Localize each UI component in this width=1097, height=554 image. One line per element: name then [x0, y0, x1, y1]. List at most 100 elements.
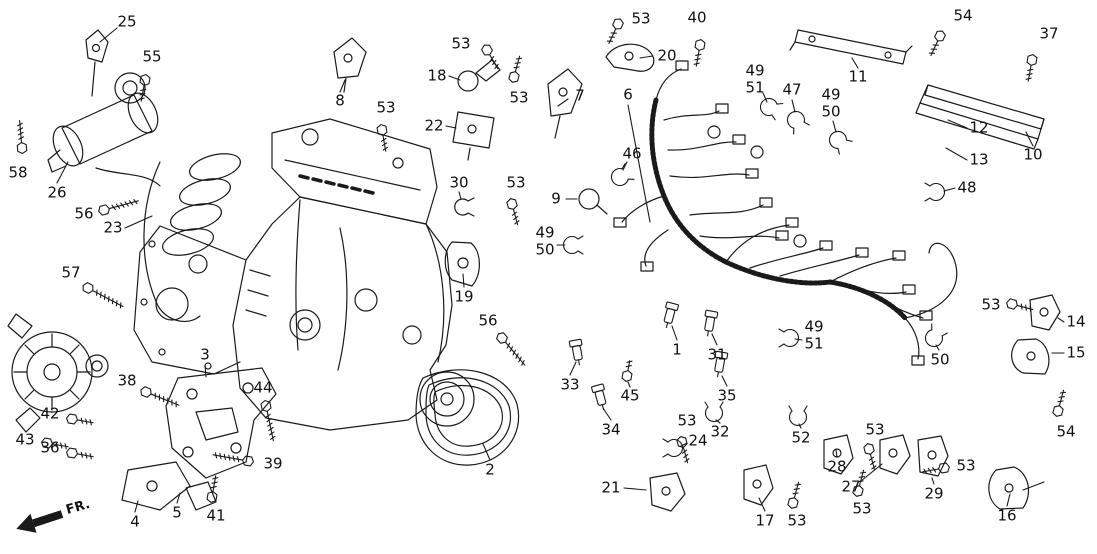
part-callout-11: 11 — [848, 67, 868, 86]
leader-line — [134, 500, 139, 513]
bolt-glyph — [1052, 389, 1067, 417]
leader-line — [835, 449, 838, 458]
clamp-glyph — [778, 328, 799, 348]
part-callout-29: 29 — [924, 484, 944, 503]
leader-line — [627, 381, 631, 388]
bolt-glyph — [66, 413, 94, 426]
leader-line — [124, 215, 153, 229]
leader-line — [627, 104, 651, 223]
leader-line — [1057, 317, 1065, 323]
leader-line — [482, 443, 491, 461]
small-parts-drawing — [333, 29, 1061, 512]
part-callout-54: 54 — [1056, 422, 1076, 441]
leader-line — [639, 55, 654, 59]
clamp-glyph — [610, 163, 635, 187]
part-callout-46: 46 — [622, 144, 642, 163]
part-callout-55: 55 — [142, 47, 162, 66]
part-callout-19: 19 — [454, 287, 474, 306]
clamp-glyph — [788, 405, 808, 426]
part-callout-36: 36 — [40, 438, 60, 457]
leader-line — [569, 361, 577, 376]
part-callout-47: 47 — [782, 80, 802, 99]
leader-line — [99, 27, 118, 43]
leader-line — [448, 75, 461, 81]
clamp-glyph — [786, 110, 810, 135]
bolt-glyph — [928, 30, 946, 57]
part-callout-53: 53 — [509, 88, 529, 107]
part-callout-54: 54 — [953, 6, 973, 25]
part-callout-57: 57 — [61, 263, 81, 282]
part-callout-44: 44 — [253, 378, 273, 397]
leader-line — [791, 99, 796, 113]
part-callout-53: 53 — [852, 499, 872, 518]
sensor-glyph — [714, 350, 729, 378]
bolt-glyph — [922, 462, 950, 475]
bolt-glyph — [376, 124, 389, 152]
leader-line — [943, 187, 956, 192]
leader-line — [339, 79, 346, 93]
front-direction-arrow-icon — [16, 510, 64, 533]
part-callout-56: 56 — [478, 311, 498, 330]
part-callout-58: 58 — [8, 163, 28, 182]
part-callout-26: 26 — [47, 183, 67, 202]
bolt-glyph — [606, 18, 624, 45]
part-callout-38: 38 — [117, 371, 137, 390]
sensor-glyph — [568, 338, 583, 366]
alternator-drawing — [7, 313, 109, 433]
bolt-glyph — [1006, 298, 1034, 313]
part-callout-16: 16 — [997, 506, 1017, 525]
part-callout-13: 13 — [969, 150, 989, 169]
leader-line — [623, 487, 647, 491]
leader-line — [832, 120, 837, 133]
clamp-glyph — [563, 235, 584, 255]
leader-line — [715, 419, 721, 424]
leader-line — [622, 161, 628, 171]
part-callout-18: 18 — [427, 66, 447, 85]
part-callout-48: 48 — [957, 178, 977, 197]
leader-line — [462, 273, 465, 288]
leader-line — [762, 92, 768, 103]
part-callout-2: 2 — [485, 460, 495, 479]
bolt-glyph — [16, 120, 28, 155]
part-callout-42: 42 — [40, 404, 60, 423]
bolt-glyph — [863, 443, 877, 471]
leader-line — [945, 147, 968, 161]
part-callout-53: 53 — [865, 420, 885, 439]
leader-line — [931, 477, 935, 485]
bolt-glyph — [676, 436, 690, 464]
part-callout-52: 52 — [791, 428, 811, 447]
sensor-glyph — [663, 301, 679, 329]
part-callout-53: 53 — [981, 295, 1001, 314]
bolt-glyph — [206, 475, 219, 503]
bolt-glyph — [82, 282, 124, 309]
part-callout-37: 37 — [1039, 24, 1059, 43]
clamp-glyph — [662, 438, 683, 458]
part-callout-24: 24 — [688, 431, 708, 450]
part-callout-31: 31 — [707, 345, 727, 364]
leader-line — [721, 375, 728, 387]
leader-line — [1006, 493, 1011, 507]
part-callout-10: 10 — [1023, 145, 1043, 164]
part-callout-49: 49 — [821, 85, 841, 104]
leader-line — [851, 57, 859, 69]
leader-line — [794, 338, 803, 341]
leader-line — [557, 98, 569, 107]
part-callout-53: 53 — [376, 98, 396, 117]
part-callout-34: 34 — [601, 420, 621, 439]
leader-line — [1025, 131, 1034, 147]
part-callout-8: 8 — [335, 91, 345, 110]
bolt-glyph — [1025, 54, 1038, 82]
part-callout-5: 5 — [172, 503, 182, 522]
wiring-harness-drawing — [613, 60, 958, 366]
part-callout-9: 9 — [551, 189, 561, 208]
part-callout-53: 53 — [631, 9, 651, 28]
part-callout-28: 28 — [827, 457, 847, 476]
bolt-glyph — [693, 39, 706, 67]
bolt-glyph — [852, 469, 867, 497]
part-callout-4: 4 — [130, 512, 140, 531]
leader-line — [602, 407, 612, 421]
leader-line — [56, 161, 69, 184]
